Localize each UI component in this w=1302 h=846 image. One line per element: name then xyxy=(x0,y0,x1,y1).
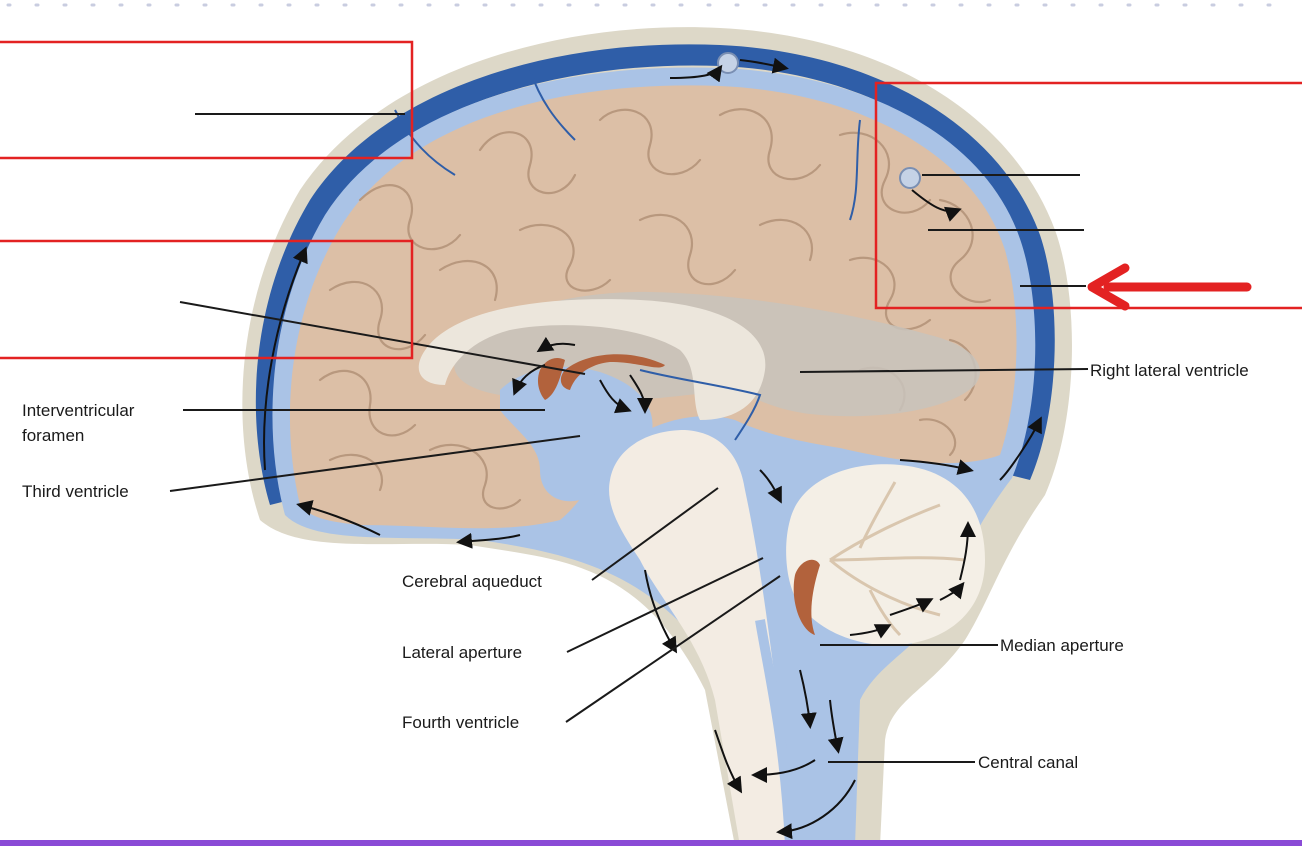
red-pointer-arrow xyxy=(1092,268,1247,306)
bottom-accent-bar xyxy=(0,840,1302,846)
label-fourth-ventricle: Fourth ventricle xyxy=(402,713,519,732)
arachnoid-granulation-right xyxy=(900,168,920,188)
label-lateral-aperture: Lateral aperture xyxy=(402,643,522,662)
label-interventricular-line1: Interventricular xyxy=(22,401,135,420)
label-cerebral-aqueduct: Cerebral aqueduct xyxy=(402,572,542,591)
label-right-lateral-ventricle: Right lateral ventricle xyxy=(1090,361,1249,380)
label-central-canal: Central canal xyxy=(978,753,1078,772)
label-median-aperture: Median aperture xyxy=(1000,636,1124,655)
label-interventricular-line2: foramen xyxy=(22,426,84,445)
arachnoid-granulation-top xyxy=(718,53,738,73)
label-third-ventricle: Third ventricle xyxy=(22,482,129,501)
